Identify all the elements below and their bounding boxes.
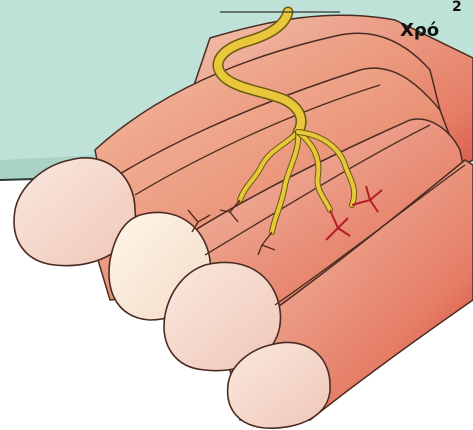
label-number: 2 bbox=[452, 0, 462, 14]
label-greek-caption: Χρό bbox=[400, 22, 439, 40]
